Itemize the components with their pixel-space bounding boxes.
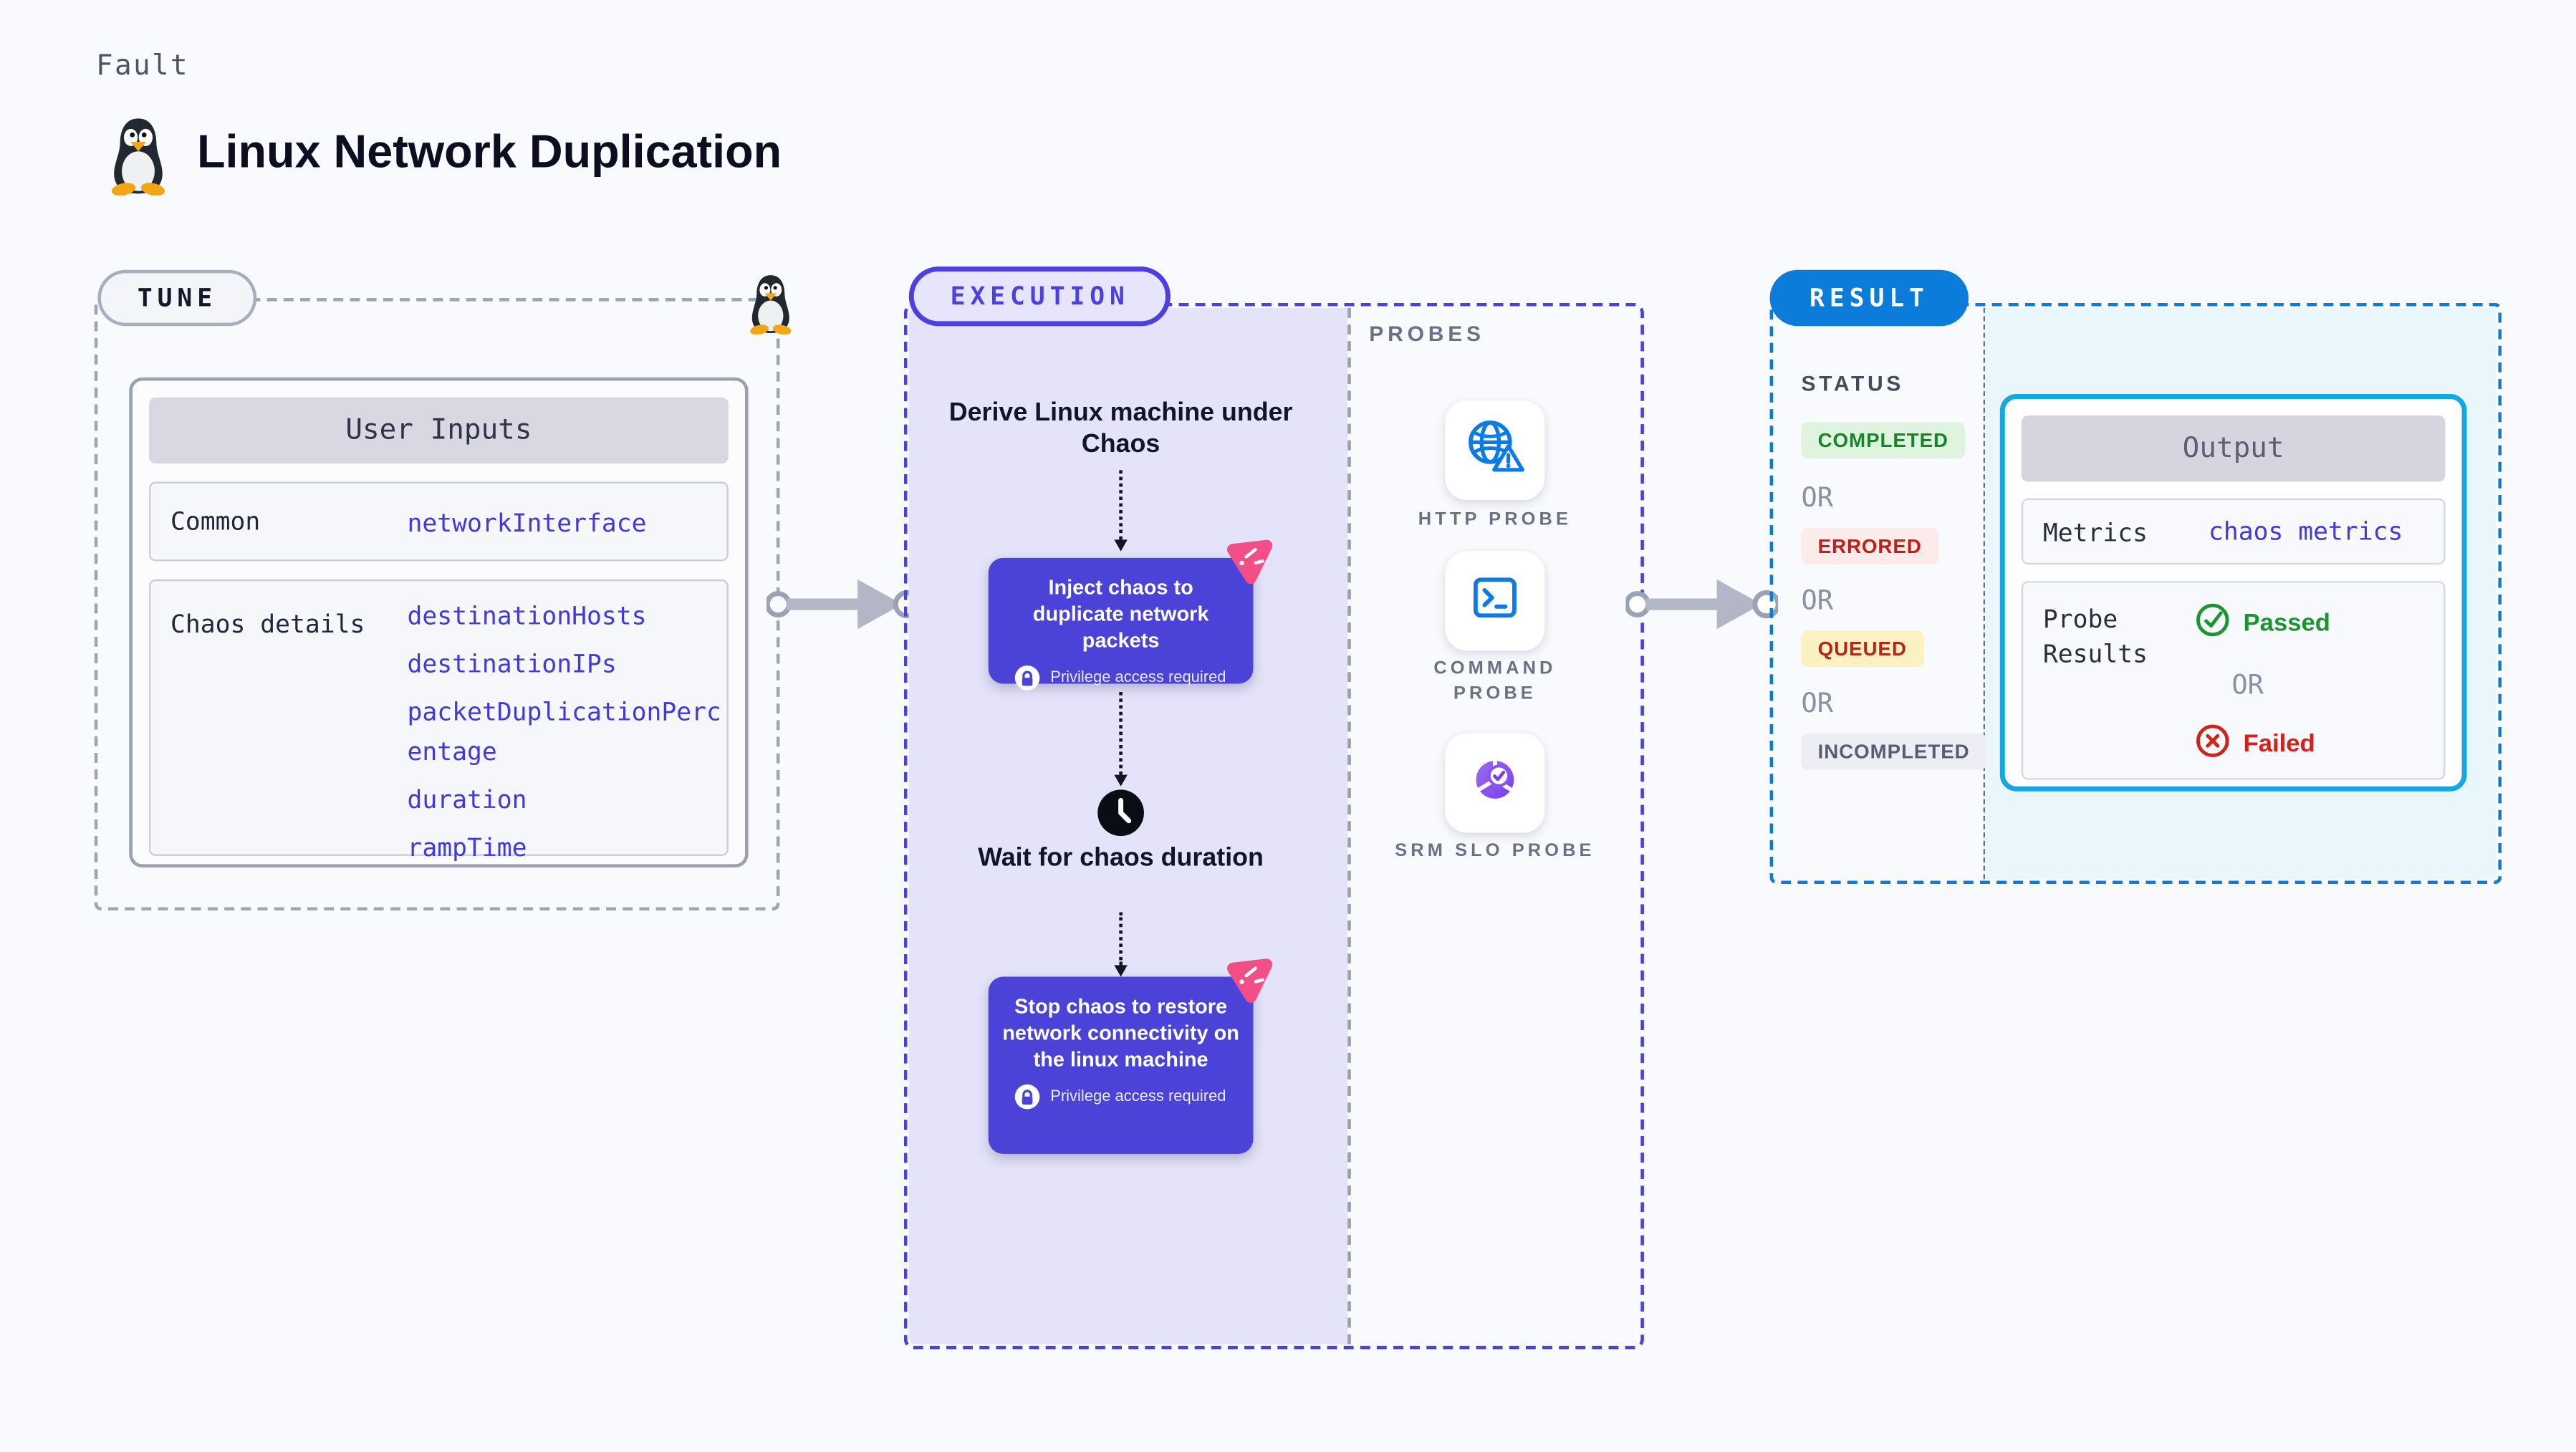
passed-status: Passed <box>2196 602 2330 644</box>
inject-chaos-step: Inject chaos to duplicate network packet… <box>988 539 1273 691</box>
row-values: destinationHosts destinationIPs packetDu… <box>408 596 727 876</box>
status-incompleted-badge: INCOMPLETED <box>1801 733 1986 770</box>
tux-penguin-icon <box>102 116 173 203</box>
probe-results-label: Probe Results <box>2042 604 2148 669</box>
input-value: destinationHosts <box>407 600 647 631</box>
wait-step-text: Wait for chaos duration <box>978 844 1264 872</box>
or-label: OR <box>1801 584 1834 616</box>
chaos-logo-icon <box>1221 953 1275 1007</box>
or-label: OR <box>1801 481 1834 514</box>
command-probe-label: COMMAND PROBE <box>1433 658 1557 704</box>
or-label: OR <box>2231 668 2264 701</box>
metrics-label: Metrics <box>2042 518 2148 548</box>
srm-slo-probe-label: SRM SLO PROBE <box>1395 841 1595 861</box>
flow-connector <box>1114 912 1128 977</box>
status-completed-badge: COMPLETED <box>1801 422 1966 459</box>
metrics-row: Metrics chaos metrics <box>2021 498 2446 565</box>
execution-badge: EXECUTION <box>908 266 1171 327</box>
fault-kicker: Fault <box>96 49 189 83</box>
input-value: packetDuplicationPercentage <box>407 696 721 767</box>
user-input-row-common: Common networkInterface <box>148 481 729 562</box>
row-label: Chaos details <box>170 609 365 640</box>
inject-step-text: Inject chaos to duplicate network packet… <box>1032 576 1209 653</box>
row-values: networkInterface <box>408 504 727 552</box>
http-probe-card <box>1445 400 1545 500</box>
page-title: Linux Network Duplication <box>197 125 782 178</box>
row-label: Common <box>170 506 261 537</box>
output-title: Output <box>2021 415 2446 482</box>
output-card: Output Metrics chaos metrics Probe Resul… <box>1999 394 2467 792</box>
input-value: networkInterface <box>407 508 647 539</box>
x-circle-icon <box>2196 723 2231 765</box>
stop-chaos-step: Stop chaos to restore network connectivi… <box>988 958 1273 1154</box>
clock-icon <box>1096 788 1145 846</box>
terminal-icon <box>1465 567 1524 635</box>
status-queued-badge: QUEUED <box>1801 630 1923 668</box>
user-input-row-chaos-details: Chaos details destinationHosts destinati… <box>148 579 729 862</box>
flow-connector <box>1114 470 1128 552</box>
privilege-note: Privilege access required <box>1001 1084 1240 1110</box>
derive-step-text: Derive Linux machine under Chaos <box>948 398 1293 459</box>
failed-status: Failed <box>2196 723 2315 765</box>
input-value: rampTime <box>407 832 527 863</box>
flow-connector <box>1114 692 1128 787</box>
result-separator <box>1983 307 1986 880</box>
status-title: STATUS <box>1801 370 1904 396</box>
input-value: destinationIPs <box>407 648 617 679</box>
lock-icon <box>1015 1084 1041 1110</box>
or-label: OR <box>1801 687 1834 719</box>
user-inputs-card: User Inputs Common networkInterface Chao… <box>129 377 749 868</box>
user-inputs-title: User Inputs <box>148 397 729 464</box>
globe-alert-icon <box>1464 415 1527 486</box>
lock-icon <box>1015 665 1041 691</box>
check-circle-icon <box>2196 602 2231 644</box>
execution-to-result-arrow <box>1625 579 1779 630</box>
input-value: duration <box>407 784 527 815</box>
status-errored-badge: ERRORED <box>1801 528 1938 565</box>
probes-title: PROBES <box>1369 321 1485 347</box>
stop-step-text: Stop chaos to restore network connectivi… <box>1002 994 1239 1072</box>
chaos-logo-icon <box>1221 534 1275 588</box>
tune-to-execution-arrow <box>766 579 919 630</box>
command-probe-card <box>1445 551 1545 651</box>
probe-results-row: Probe Results Passed OR <box>2021 581 2446 780</box>
http-probe-label: HTTP PROBE <box>1418 509 1572 530</box>
metrics-value: chaos metrics <box>2209 516 2403 547</box>
privilege-note: Privilege access required <box>1001 665 1240 691</box>
srm-slo-probe-card <box>1445 733 1545 833</box>
tux-penguin-small-icon <box>744 273 798 342</box>
result-badge: RESULT <box>1769 269 1969 327</box>
probes-separator <box>1347 307 1351 1345</box>
slo-check-donut-icon <box>1464 747 1527 818</box>
tune-badge: TUNE <box>97 269 257 327</box>
